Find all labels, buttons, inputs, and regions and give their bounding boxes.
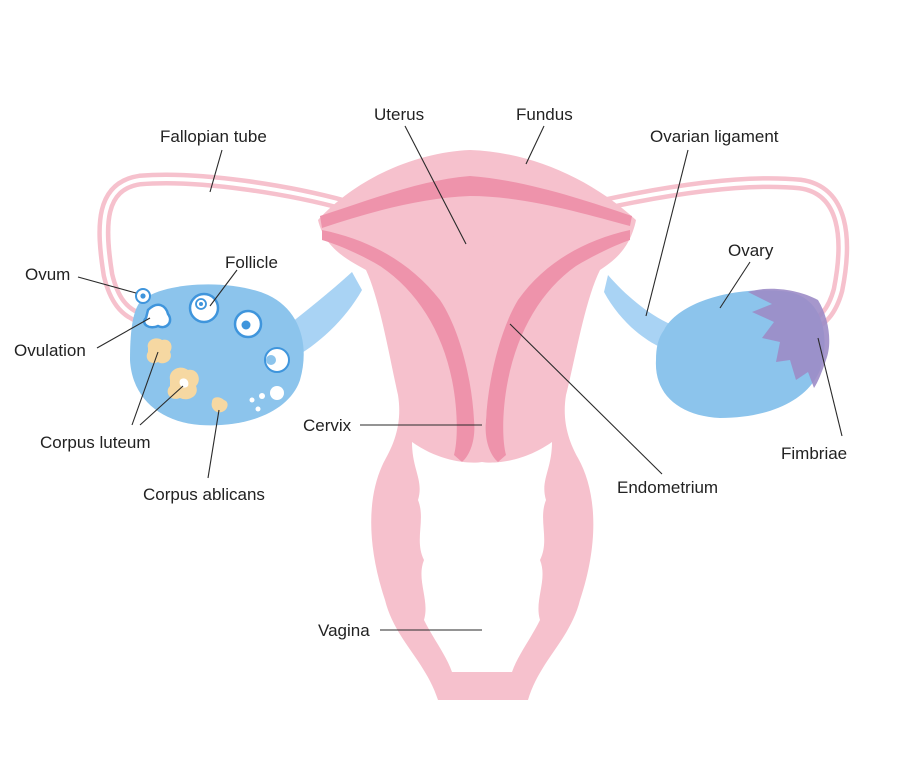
- follicle-small-oocyte: [266, 355, 276, 365]
- follicle-small: [264, 347, 290, 373]
- label-corpus-ablicans: Corpus ablicans: [143, 485, 265, 504]
- right-endometrium: [485, 230, 630, 462]
- label-ovary: Ovary: [728, 241, 774, 260]
- label-ovulation: Ovulation: [14, 341, 86, 360]
- right-fallopian-tube-inner: [598, 180, 845, 330]
- primordial-follicle: [270, 386, 284, 400]
- leader-corpus-ablicans: [207, 409, 220, 479]
- leader-corpus-luteum-1: [131, 351, 159, 426]
- corpus-albicans: [211, 397, 228, 413]
- label-follicle: Follicle: [225, 253, 278, 272]
- label-uterus: Uterus: [374, 105, 424, 124]
- leader-endometrium: [509, 323, 663, 475]
- leader-fallopian-tube: [209, 149, 223, 193]
- leader-corpus-luteum-2: [139, 385, 184, 426]
- leader-ovarian-ligament: [645, 149, 689, 317]
- left-endometrium: [322, 230, 475, 462]
- leader-ovulation: [96, 317, 151, 349]
- label-ovum: Ovum: [25, 265, 70, 284]
- primordial-follicle: [259, 393, 265, 399]
- vaginal-canal: [412, 442, 552, 672]
- label-corpus-luteum: Corpus luteum: [40, 433, 151, 452]
- leader-fimbriae: [817, 337, 843, 437]
- fimbriae: [748, 288, 830, 388]
- ovulation-site: [142, 303, 172, 329]
- leader-fundus: [525, 125, 545, 165]
- label-ovarian-ligament: Ovarian ligament: [650, 127, 779, 146]
- follicle-medium-oocyte: [241, 320, 251, 330]
- label-vagina: Vagina: [318, 621, 370, 640]
- leader-follicle: [209, 269, 238, 307]
- label-fundus: Fundus: [516, 105, 573, 124]
- fundus-band: [320, 176, 632, 228]
- leader-uterus: [404, 125, 467, 245]
- ovum-nucleus: [140, 293, 146, 299]
- label-fallopian-tube: Fallopian tube: [160, 127, 267, 146]
- corpus-luteum-core: [179, 378, 189, 388]
- left-fallopian-tube-inner: [101, 177, 347, 320]
- uterine-cavity: [468, 236, 494, 462]
- primordial-follicle: [249, 397, 255, 403]
- label-cervix: Cervix: [303, 416, 352, 435]
- primordial-follicle: [255, 406, 261, 412]
- label-endometrium: Endometrium: [617, 478, 718, 497]
- label-fimbriae: Fimbriae: [781, 444, 847, 463]
- right-ovarian-ligament: [604, 275, 672, 348]
- corpus-luteum-small: [146, 338, 172, 364]
- leader-ovary: [719, 261, 751, 309]
- leader-ovum: [77, 276, 137, 294]
- follicle-large-nucleus: [199, 302, 203, 306]
